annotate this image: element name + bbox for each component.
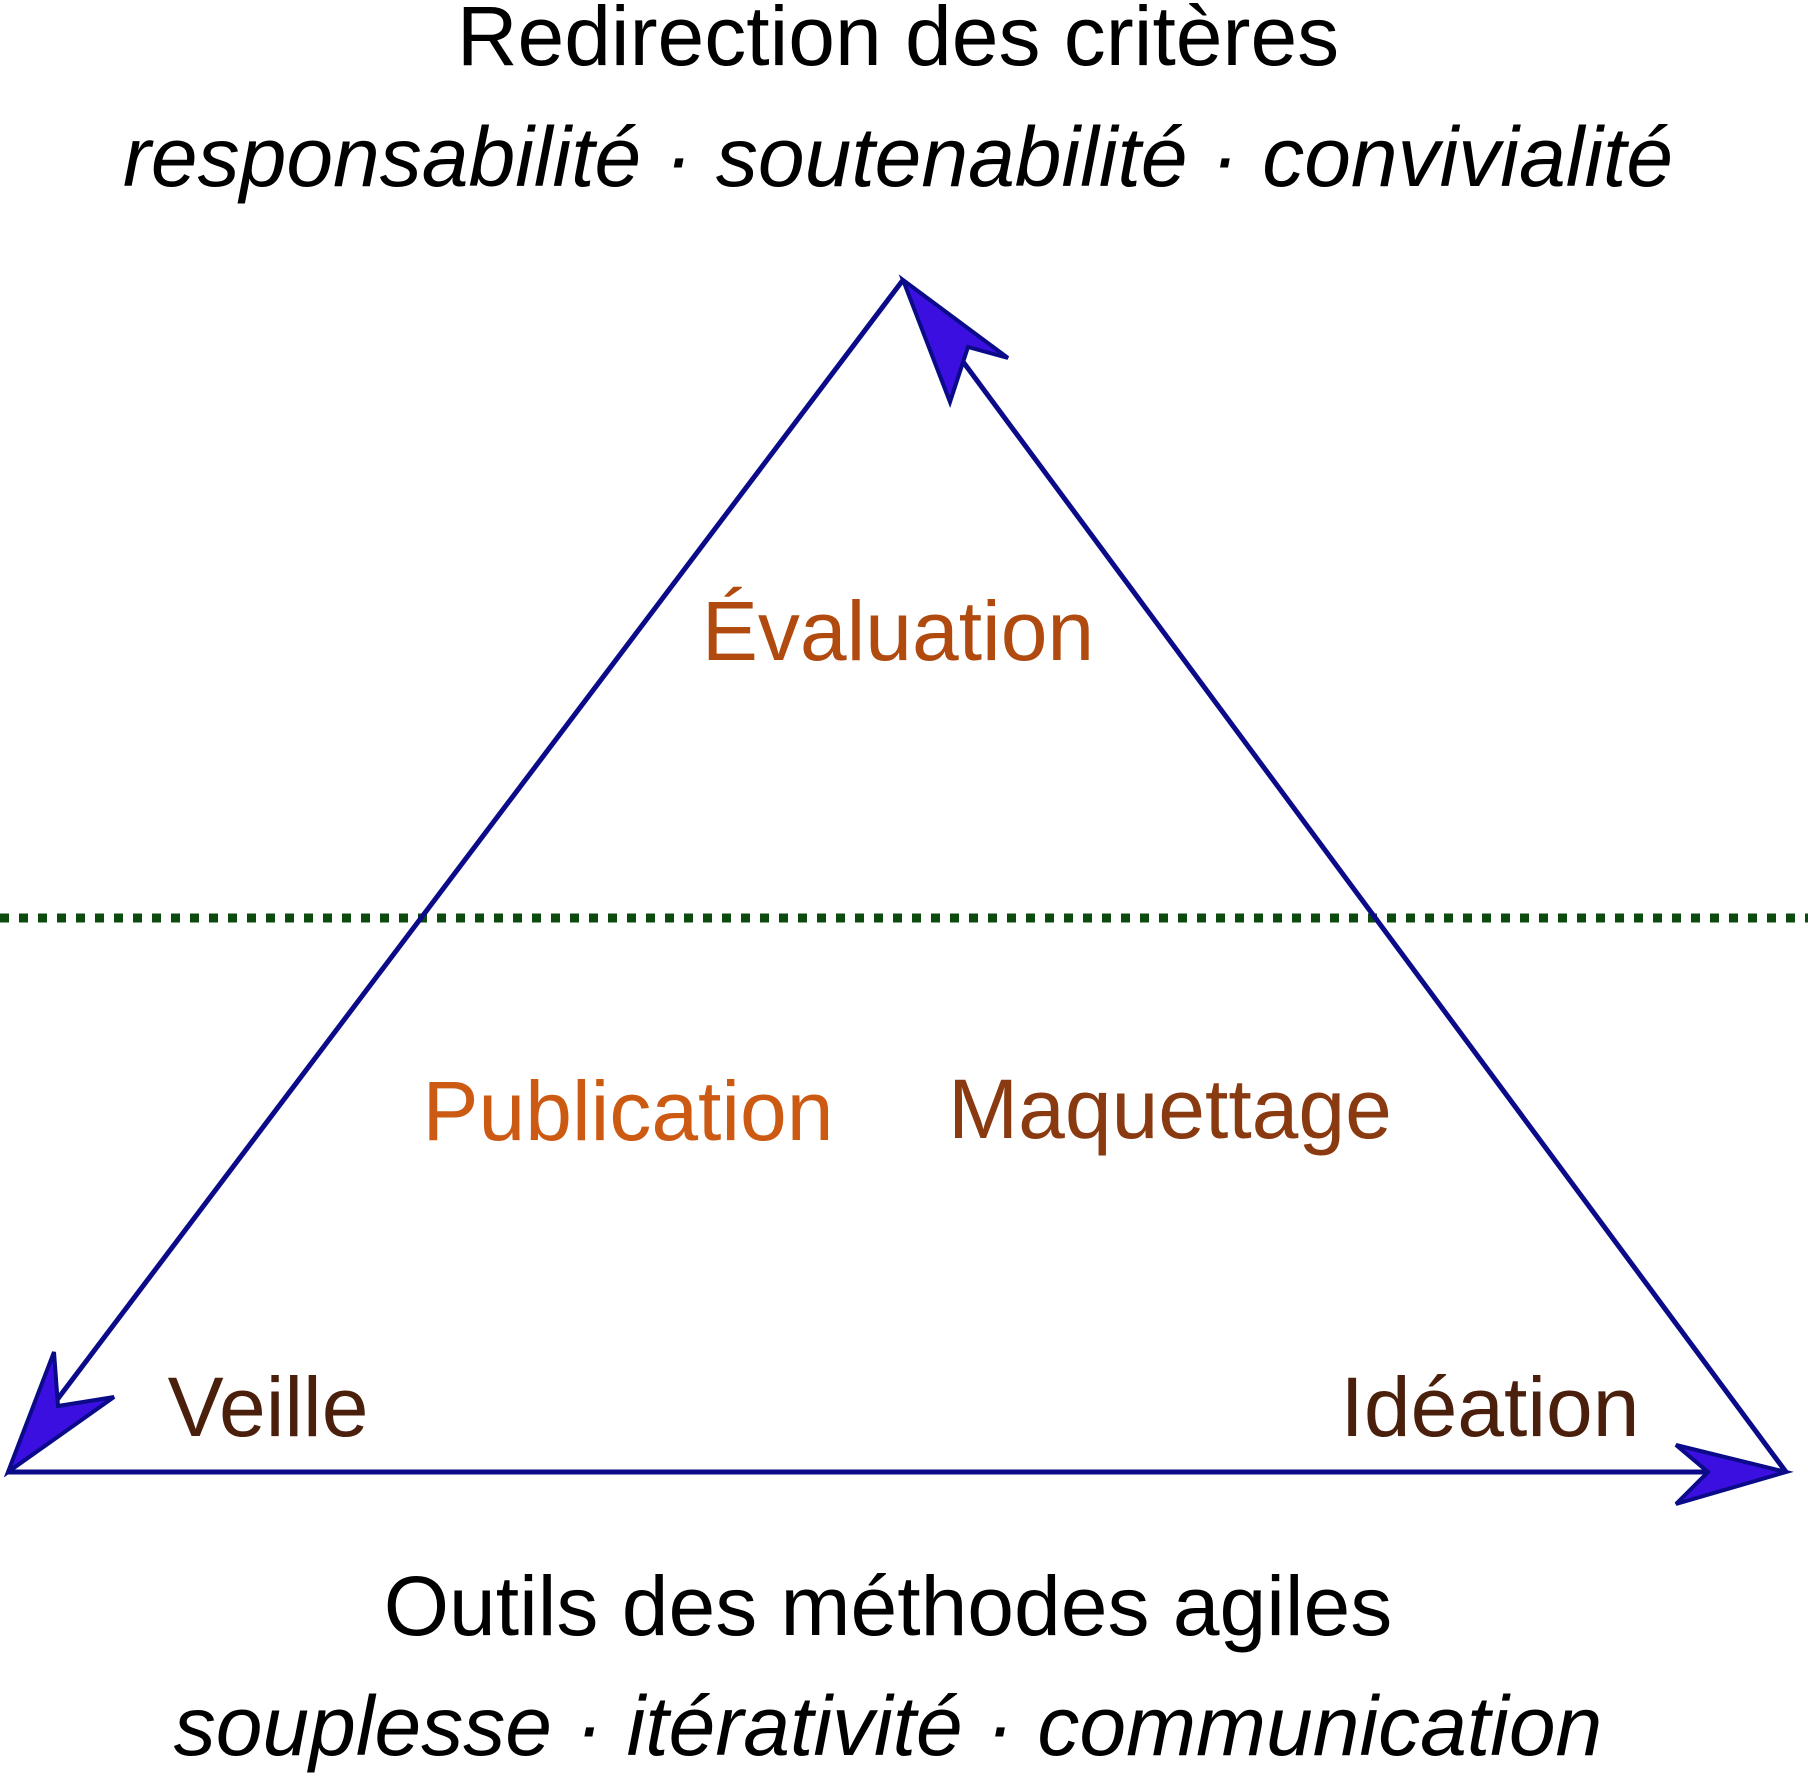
label-maquettage: Maquettage [948,1062,1392,1156]
arrowhead-veille-icon [3,1351,116,1478]
footer-subtitle: souplesse · itérativité · communication [174,1679,1603,1773]
arrowhead-ideation-icon [1674,1443,1794,1506]
header-subtitle: responsabilité · soutenabilité · convivi… [123,110,1673,204]
label-veille: Veille [168,1360,369,1454]
arrow-evaluation-to-veille [36,278,905,1427]
footer-title: Outils des méthodes agiles [384,1559,1393,1653]
label-ideation: Idéation [1341,1360,1640,1454]
label-publication: Publication [423,1064,834,1158]
arrowhead-evaluation-icon [898,274,1010,408]
header-title: Redirection des critères [457,0,1339,83]
label-evaluation: Évaluation [702,584,1094,678]
arrow-ideation-to-evaluation [938,330,1789,1474]
